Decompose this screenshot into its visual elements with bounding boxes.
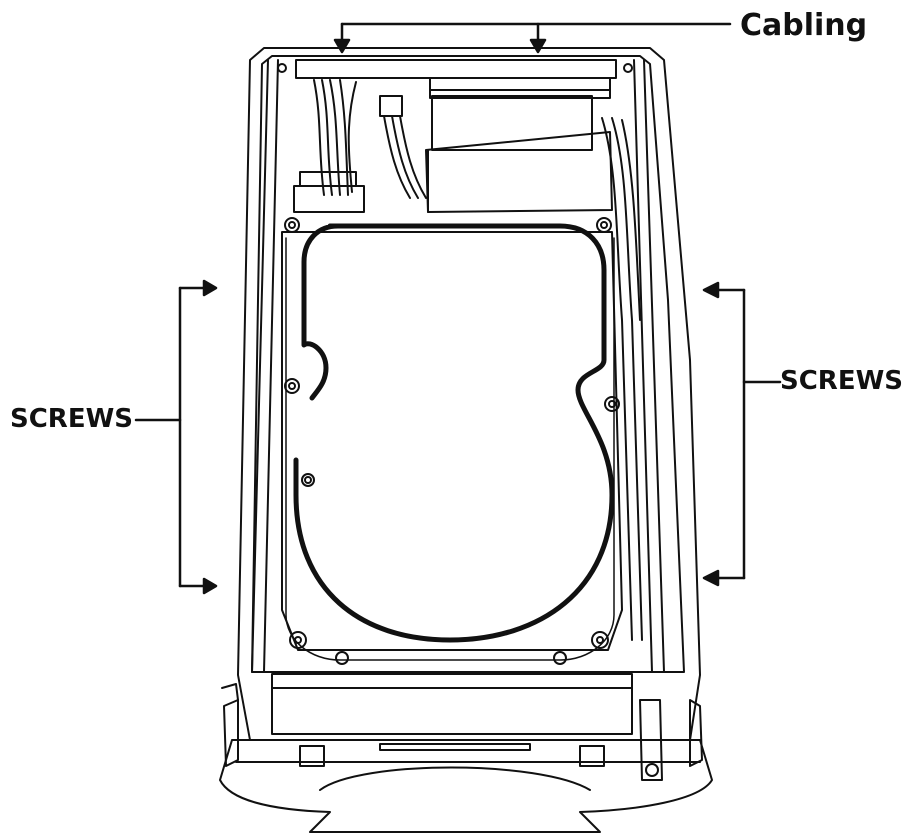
enclosure-shell xyxy=(237,47,701,741)
enclosure-base xyxy=(219,683,713,833)
cabling-label: Cabling xyxy=(740,8,868,43)
screws-left-bracket xyxy=(134,279,218,595)
drive-tray xyxy=(281,217,623,665)
cabling-callout xyxy=(333,22,732,54)
screws-right-label: SCREWS xyxy=(780,366,903,396)
vent-grille xyxy=(271,673,633,735)
hard-drive-outline xyxy=(285,223,615,661)
screws-left-label: SCREWS xyxy=(10,404,133,434)
screws-right-bracket xyxy=(702,281,782,587)
cabling-area xyxy=(293,59,643,641)
